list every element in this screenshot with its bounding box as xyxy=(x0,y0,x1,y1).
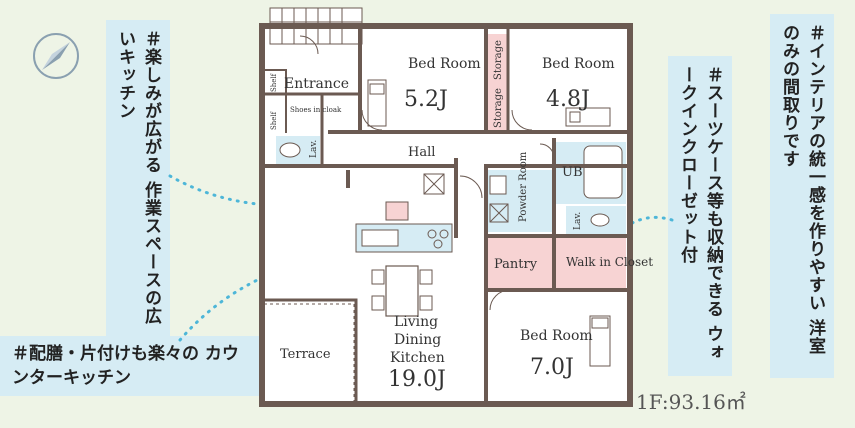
door-swings xyxy=(299,35,555,311)
utility-boxes xyxy=(423,173,509,223)
dining-chairs xyxy=(371,269,433,311)
lav-2-label: Lav. xyxy=(573,212,583,230)
ldk-area: 19.0J xyxy=(388,367,446,392)
toilets xyxy=(279,142,610,227)
powder-label: Powder Room xyxy=(518,151,529,222)
fridge xyxy=(385,201,409,221)
callout-counter-kitchen: ＃配膳・片付けも楽々の カウンターキッチン xyxy=(0,336,260,396)
dining-table xyxy=(385,265,419,317)
entrance-label: Entrance xyxy=(284,76,349,92)
floor-area: 1F:93.16㎡ xyxy=(636,390,746,414)
lav-1-label: Lav. xyxy=(309,140,319,158)
ldk-label-3: Kitchen xyxy=(390,350,445,366)
storage-1-fill xyxy=(486,34,508,88)
pantry-fill xyxy=(486,238,552,288)
hall-label: Hall xyxy=(408,145,435,160)
bed1-area: 5.2J xyxy=(404,87,448,112)
callout-kitchen-space: ＃楽しみが広がる 作業スペースの広いキッチン xyxy=(106,20,170,340)
wic-fill xyxy=(556,238,626,288)
pantry-label: Pantry xyxy=(494,257,538,272)
bathtub xyxy=(583,145,623,199)
ldk-label-1: Living xyxy=(394,314,438,330)
bed2-area: 4.8J xyxy=(546,87,590,112)
bed3-label: Bed Room xyxy=(520,328,593,344)
bed1-label: Bed Room xyxy=(408,56,481,72)
wic-label: Walk in Closet xyxy=(566,255,653,269)
shelf-label-1: Shelf xyxy=(270,72,278,92)
kitchen-sink xyxy=(361,229,399,247)
bed3-area: 7.0J xyxy=(530,355,574,380)
stove-icon xyxy=(427,229,449,249)
compass-icon xyxy=(33,33,79,79)
ldk-label-2: Dining xyxy=(394,332,441,348)
shelf-label-2: Shelf xyxy=(270,110,278,130)
storage-2-fill xyxy=(486,86,508,130)
storage-1-label: Storage xyxy=(493,40,504,80)
callout-interior: ＃インテリアの統一感を作りやすい 洋室のみの間取りです xyxy=(770,14,834,378)
powder-sink xyxy=(489,175,507,195)
callout-walk-in-closet: ＃スーツケース等も収納できる ウォークインクローゼット付 xyxy=(668,56,732,376)
bed2-label: Bed Room xyxy=(542,56,615,72)
ub-label: UB xyxy=(562,165,583,180)
storage-2-label: Storage xyxy=(493,88,504,128)
beds xyxy=(367,79,611,367)
terrace-label: Terrace xyxy=(280,347,331,362)
shoes-label: Shoes in cloak xyxy=(290,106,342,114)
